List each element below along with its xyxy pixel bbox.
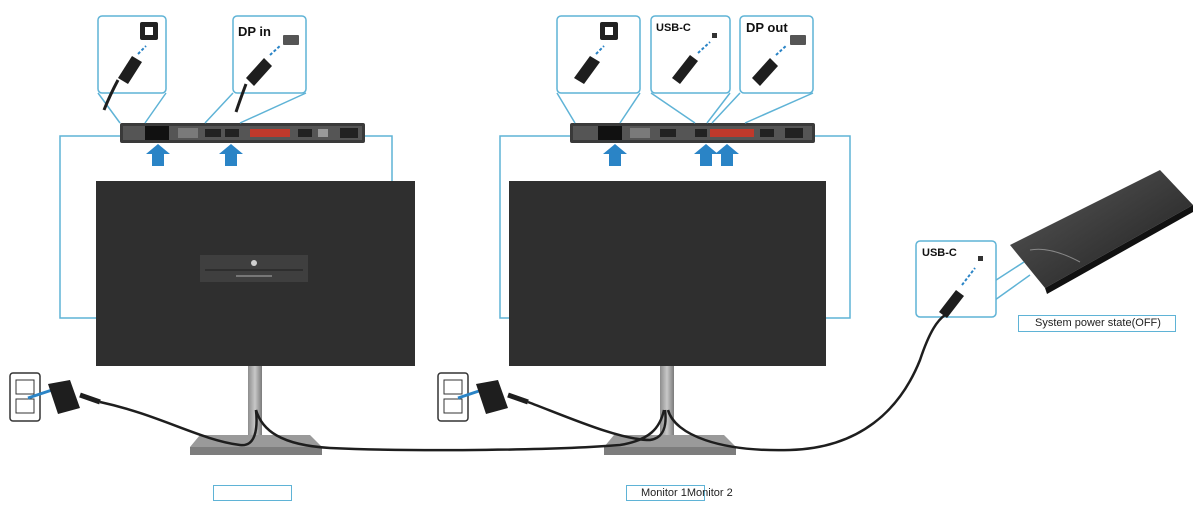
monitor-2-io-panel (570, 123, 815, 143)
monitor-1-caption-box (213, 485, 292, 501)
system-power-state-caption: System power state(OFF) (1035, 317, 1161, 329)
displayport-port-icon (205, 129, 221, 137)
monitor-1-connector-line (59, 135, 120, 319)
monitor-1-arrows (146, 144, 243, 166)
monitor-2-power-cable (527, 400, 667, 442)
power-socket-icon (598, 126, 622, 140)
monitor-1-osd (200, 255, 308, 282)
callout-laptop-usbc (915, 240, 997, 318)
power-plug-icon (476, 380, 508, 414)
usb-c-label-laptop: USB-C (922, 247, 957, 259)
laptop (989, 170, 1193, 301)
dp-out-label: DP out (746, 20, 788, 35)
displayport-port-icon (790, 35, 806, 45)
displayport-port-icon (283, 35, 299, 45)
dell-logo-icon (251, 260, 257, 266)
monitor-2-caption-box: Monitor 1Monitor 2 (626, 485, 733, 501)
power-socket-icon (145, 126, 169, 140)
dp-cable (254, 409, 666, 452)
usb-c-port-icon (712, 33, 717, 38)
displayport-plug-icon (246, 58, 272, 86)
wall-outlet-1 (9, 372, 101, 422)
callout-monitor-2-dp (711, 15, 814, 124)
displayport-plug-icon (752, 58, 778, 86)
callout-monitor-1-power (97, 15, 167, 124)
monitor-1-io-panel (120, 123, 365, 143)
power-plug-icon (48, 380, 80, 414)
monitor-2-arrows (603, 144, 739, 166)
monitor-1 (59, 123, 415, 455)
monitor-1-base (190, 435, 322, 447)
callout-monitor-1-dp (204, 15, 307, 124)
monitor-2 (499, 123, 851, 455)
usb-c-port-icon (695, 129, 707, 137)
usb-c-label-monitor-2: USB-C (656, 22, 691, 34)
usb-c-port-icon (978, 256, 983, 261)
wall-outlet-icon (437, 372, 469, 422)
laptop-icon (1010, 170, 1193, 288)
monitor-caption: Monitor 1Monitor 2 (641, 487, 733, 499)
power-plug-icon (574, 56, 600, 84)
monitor-1-power-cable (99, 400, 258, 447)
monitor-2-screen (509, 181, 826, 366)
monitor-1-stand (248, 366, 262, 441)
callout-monitor-2-usbc (650, 15, 731, 124)
laptop-state-caption-box: System power state(OFF) (1018, 315, 1176, 332)
cables (99, 313, 946, 452)
monitor-2-connector-line (499, 135, 570, 319)
power-plug-icon (118, 56, 142, 84)
usb-c-cable (666, 313, 946, 452)
usb-c-plug-icon (672, 55, 698, 84)
monitor-2-stand (660, 366, 674, 441)
monitor-2-connector-line-right (800, 135, 851, 319)
displayport-port-icon (710, 129, 754, 137)
usb-c-plug-icon (939, 290, 964, 318)
callout-monitor-2-power (556, 15, 641, 124)
wall-outlet-icon (9, 372, 41, 422)
wall-outlet-2 (437, 372, 529, 422)
dp-in-label: DP in (238, 24, 271, 39)
